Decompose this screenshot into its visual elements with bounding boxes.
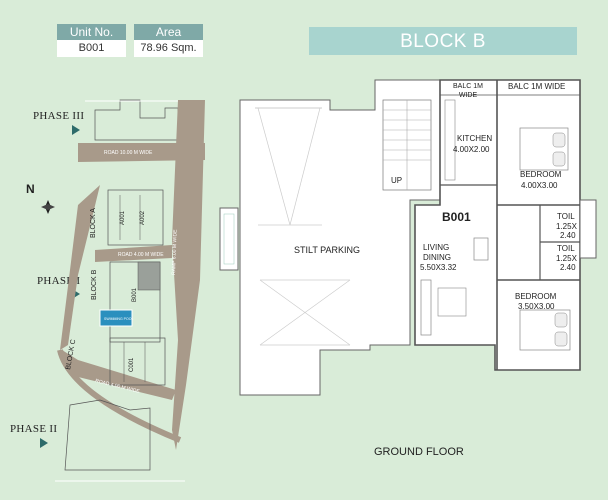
up-label: UP — [391, 176, 403, 185]
block-b-unit — [137, 261, 161, 291]
phase-2-building — [64, 399, 151, 471]
sofa — [420, 279, 432, 336]
toilet-2-label: TOIL — [557, 244, 575, 253]
a002-label: A002 — [140, 210, 146, 225]
north-compass-icon — [41, 200, 55, 214]
phase-2-arrow — [40, 438, 48, 448]
unit-no-value: B001 — [57, 40, 126, 57]
a001-label: A001 — [120, 210, 126, 225]
toilet-1-label: TOIL — [557, 212, 575, 221]
ramp-road — [172, 100, 205, 450]
unit-b001-label: B001 — [442, 210, 471, 224]
area-label: Area — [134, 24, 203, 41]
toilet-1-size-b: 2.40 — [560, 231, 576, 240]
phase-3-arrow — [72, 125, 80, 135]
area-value: 78.96 Sqm. — [134, 40, 203, 57]
c001-label: C001 — [129, 357, 135, 372]
kitchen-label: KITCHEN — [457, 134, 493, 143]
site-boundary-bottom — [57, 349, 182, 443]
dining-label: DINING — [423, 253, 451, 262]
phase-1-arrow — [72, 289, 80, 299]
b001-label: B001 — [132, 287, 138, 302]
right-wall-panel — [579, 199, 597, 259]
block-c-outline — [109, 337, 166, 386]
ramp-label: RAMP 6.00 M WIDE — [171, 229, 179, 275]
balcony-left-label: BALC 1M WIDE — [453, 83, 483, 99]
dining-table — [473, 237, 489, 261]
toilet-2-size-b: 2.40 — [560, 263, 576, 272]
block-a-outline — [107, 189, 164, 246]
phase-3-building — [94, 99, 179, 141]
road-mid-label: ROAD 4.00 M WIDE — [118, 252, 164, 258]
block-title-banner: BLOCK B — [309, 27, 577, 55]
toilet-2-size-a: 1.25X — [556, 254, 577, 263]
ground-floor-label: GROUND FLOOR — [374, 446, 464, 458]
road-mid — [95, 245, 172, 262]
left-wall-panel — [219, 207, 239, 271]
living-label: LIVING — [423, 243, 450, 252]
road-top — [78, 143, 205, 162]
bedroom-1-label: BEDROOM — [520, 170, 562, 179]
kitchen-counter — [444, 99, 456, 181]
block-b-label: BLOCK B — [91, 269, 98, 300]
phase-3-label: PHASE III — [33, 110, 85, 122]
road-bottom — [62, 350, 176, 400]
block-b-outline — [109, 261, 161, 343]
swimming-pool — [99, 309, 133, 327]
balcony-right-label: BALC 1M WIDE — [508, 82, 566, 91]
bedroom-2-size: 3.50X3.00 — [518, 302, 555, 311]
toilet-1-size-a: 1.25X — [556, 222, 577, 231]
pool-label: SWIMMING POOL — [104, 317, 133, 321]
stilt-parking-label: STILT PARKING — [294, 245, 361, 255]
block-a-label: BLOCK A — [90, 208, 97, 238]
living-size: 5.50X3.32 — [420, 263, 457, 272]
road-left — [60, 185, 100, 350]
bedroom-1-size: 4.00X3.00 — [521, 181, 558, 190]
bedroom-2-label: BEDROOM — [515, 292, 557, 301]
road-top-label: ROAD 10.00 M WIDE — [104, 150, 153, 156]
north-label: N — [26, 182, 35, 196]
kitchen-size: 4.00X2.00 — [453, 145, 490, 154]
unit-no-label: Unit No. — [57, 24, 126, 41]
phase-2-label: PHASE II — [10, 423, 58, 435]
